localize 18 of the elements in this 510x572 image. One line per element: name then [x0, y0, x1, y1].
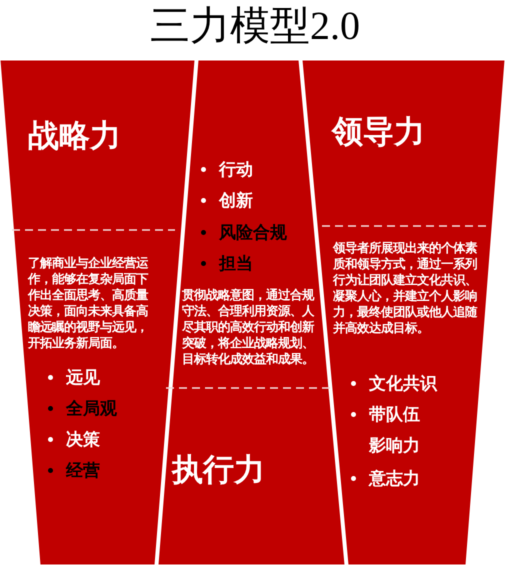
description-text: 了解商业与企业经营运作，能够在复杂局面下作出全面思考、高质量决策，面向未来具备高瞻远瞩的视野与远见，开拓业务新局面。 [28, 255, 150, 351]
panel-heading: 战略力 [28, 118, 121, 154]
bullet-item: 文化共识 [351, 368, 437, 399]
panel-heading: 领导力 [332, 114, 425, 150]
bullet-item: 行动 [201, 154, 253, 185]
description-text: 领导者所展现出来的个体素质和领导方式，通过一系列行为让团队建立文化共识、凝聚人心，并建立个人影响力，最终使团队或他人追随并高效达成目标。 [333, 240, 478, 336]
bullet-item: 经营 [48, 455, 100, 486]
bullet-item: 意志力 [351, 463, 420, 494]
bullet-item: 带队伍影响力 [351, 399, 421, 461]
description-text: 贯彻战略意图，通过合规守法、合理利用资源、人尽其职的高效行动和创新突破，将企业战略规划、目标转化成效益和成果。 [182, 287, 316, 367]
bullet-item: 远见 [48, 362, 100, 393]
bullet-item: 创新 [201, 185, 253, 216]
bullet-item: 全局观 [48, 393, 117, 424]
bullet-item: 决策 [48, 424, 100, 455]
panel-heading: 执行力 [172, 452, 265, 488]
title: 三力模型2.0 [149, 2, 361, 50]
bullet-item: 风险合规 [201, 217, 287, 248]
bullet-item: 担当 [201, 248, 253, 279]
